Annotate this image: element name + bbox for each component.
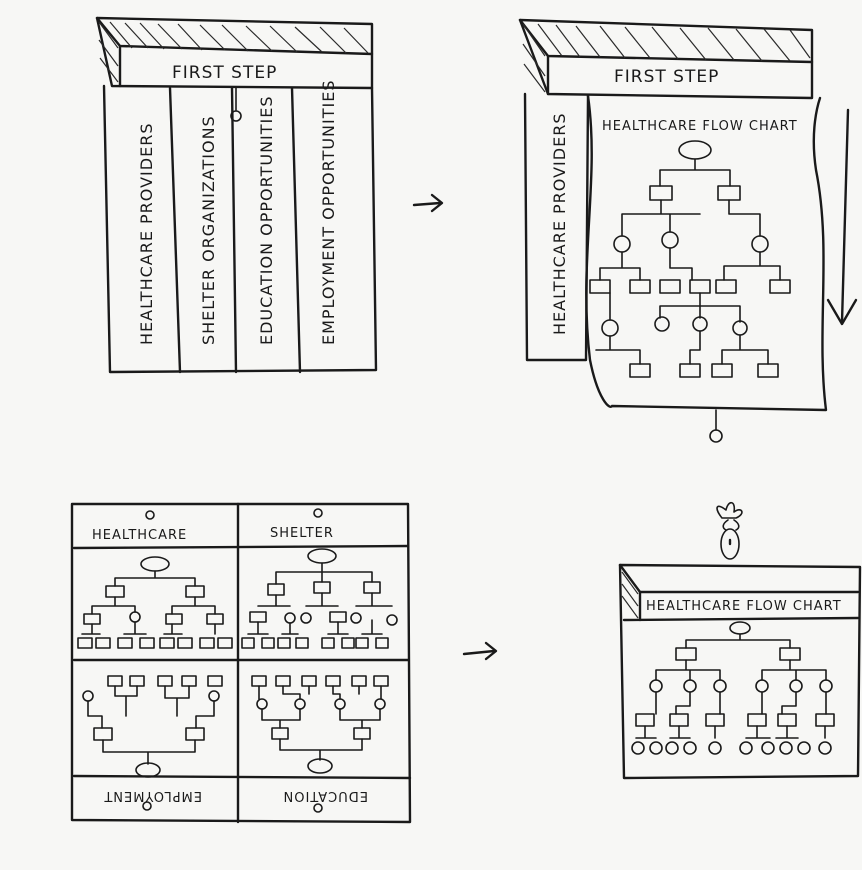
flowchart-sheet <box>585 94 828 412</box>
sketch-first-step-directory: FIRST STEP HEALTHCARE PROVIDERS SHELTER … <box>95 16 378 374</box>
pull-ring-icon <box>709 429 723 443</box>
column-employment: EMPLOYMENT OPPORTUNITIES <box>319 79 338 345</box>
arrow-right-icon <box>462 641 498 661</box>
directory-panel <box>102 84 378 374</box>
column-healthcare: HEALTHCARE PROVIDERS <box>137 123 156 345</box>
flowchart-diagram <box>589 140 791 378</box>
header-box <box>518 18 814 100</box>
header-label: FIRST STEP <box>172 63 277 83</box>
quadrant-employment-label: EMPLOYMENT <box>103 788 202 803</box>
side-tab <box>523 92 590 362</box>
column-shelter: SHELTER ORGANIZATIONS <box>199 115 218 345</box>
hatch-lines <box>98 21 369 83</box>
arrow-right-icon <box>412 193 444 213</box>
sheet-title: HEALTHCARE FLOW CHART <box>602 119 798 134</box>
sketch-pulldown-flowchart: FIRST STEP HEALTHCARE PROVIDERS HEALTHCA… <box>518 18 858 443</box>
column-education: EDUCATION OPPORTUNITIES <box>257 95 276 345</box>
flowchart-diagram <box>77 556 233 649</box>
board-frame <box>618 563 862 780</box>
flowchart-diagram <box>631 621 835 755</box>
quadrant-education-label: EDUCATION <box>283 788 368 803</box>
bow-icon <box>716 501 743 560</box>
hanger-ring-icon <box>313 508 323 518</box>
quadrant-healthcare-label: HEALTHCARE <box>92 528 187 543</box>
board-title: HEALTHCARE FLOW CHART <box>646 599 842 614</box>
header-label: FIRST STEP <box>614 67 719 87</box>
arrow-down-icon <box>840 108 850 324</box>
sketch-hanging-flowchart: HEALTHCARE FLOW CHART <box>618 501 862 780</box>
hanger-ring-icon <box>230 110 242 122</box>
quadrant-shelter-label: SHELTER <box>270 526 334 541</box>
flowchart-diagram <box>241 548 398 649</box>
flowchart-diagram <box>82 675 223 778</box>
hanger-ring-icon <box>145 510 155 520</box>
quadrant-frame <box>70 502 412 824</box>
flowchart-diagram <box>251 675 389 774</box>
side-tab-label: HEALTHCARE PROVIDERS <box>550 113 569 335</box>
sketch-four-quadrant-table: HEALTHCARE SHELTER EMPLOYMENT EDUCATION <box>70 502 412 824</box>
